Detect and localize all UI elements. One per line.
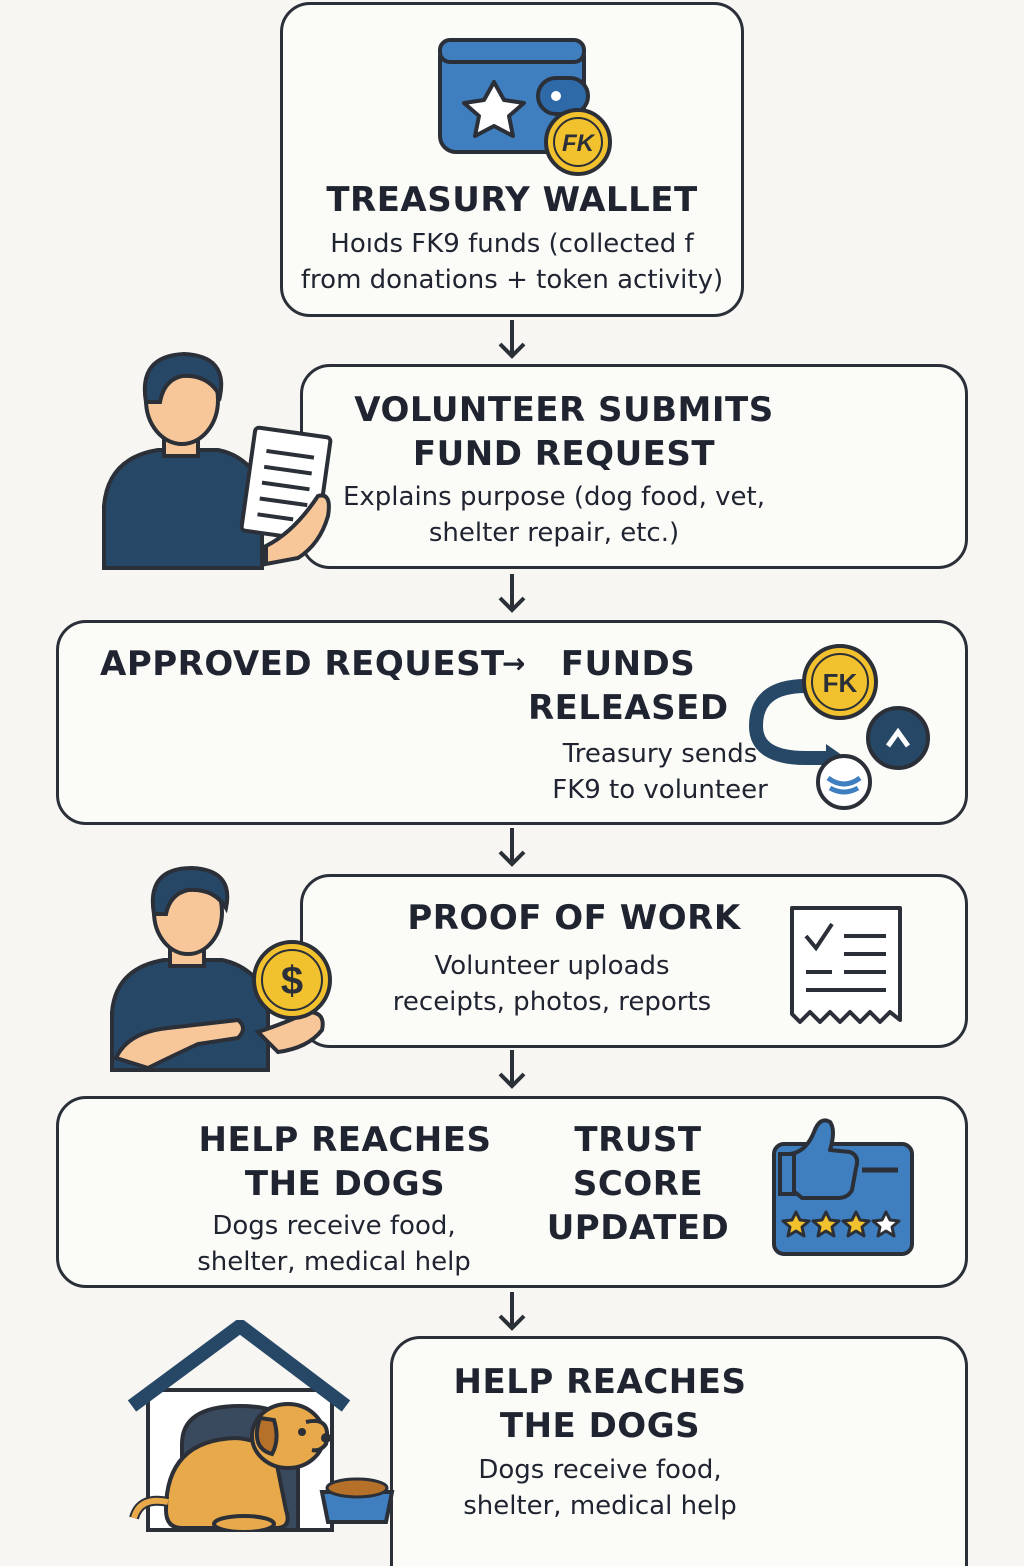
step-3-title-right: FUNDS RELEASED [528, 644, 729, 728]
step-4-description: Volunteer uploads receipts, photos, repo… [392, 951, 712, 1017]
step-5-title-left: HELP REACHES THE DOGS [198, 1120, 492, 1204]
receipt-checklist-icon [790, 906, 902, 1024]
step-1-title: TREASURY WALLET [326, 180, 698, 220]
step-5-title-right: TRUST SCORE UPDATED [546, 1120, 730, 1248]
step-6-description: Dogs receive food, shelter, medical help [463, 1455, 737, 1521]
step-2-title: VOLUNTEER SUBMITS FUND REQUEST [354, 390, 774, 474]
trust-score-rating-icon [772, 1118, 914, 1256]
step-6-title: HELP REACHES THE DOGS [453, 1362, 747, 1446]
step-3-description: Treasury sends FK9 to volunteer [552, 739, 768, 805]
step-3-title-left: APPROVED REQUEST [100, 644, 505, 684]
down-arrow-icon [498, 828, 526, 867]
fk-coin-label: FK [562, 130, 596, 157]
step-3-arrow: → [502, 647, 526, 680]
step-5-description-left: Dogs receive food, shelter, medical help [197, 1211, 471, 1277]
dog-house-icon [127, 1320, 395, 1532]
step-1-description: Hoıds FK9 funds (collected f from donati… [300, 229, 724, 295]
token-transfer-icon: FK [748, 644, 930, 810]
down-arrow-icon [498, 1050, 526, 1089]
step-volunteer-request [300, 364, 968, 569]
step-2-description: Explains purpose (dog food, vet, shelter… [342, 482, 766, 548]
dollar-coin-label: $ [281, 959, 303, 1003]
wallet-icon: FK [438, 38, 612, 176]
down-arrow-icon [498, 574, 526, 613]
fk-coin-label: FK [823, 668, 858, 698]
volunteer-with-coin-icon: $ [110, 865, 332, 1072]
volunteer-with-document-icon [102, 351, 333, 570]
step-help-reaches-dogs [390, 1336, 968, 1566]
step-4-title: PROOF OF WORK [407, 898, 741, 938]
down-arrow-icon [498, 1292, 526, 1331]
down-arrow-icon [498, 320, 526, 359]
